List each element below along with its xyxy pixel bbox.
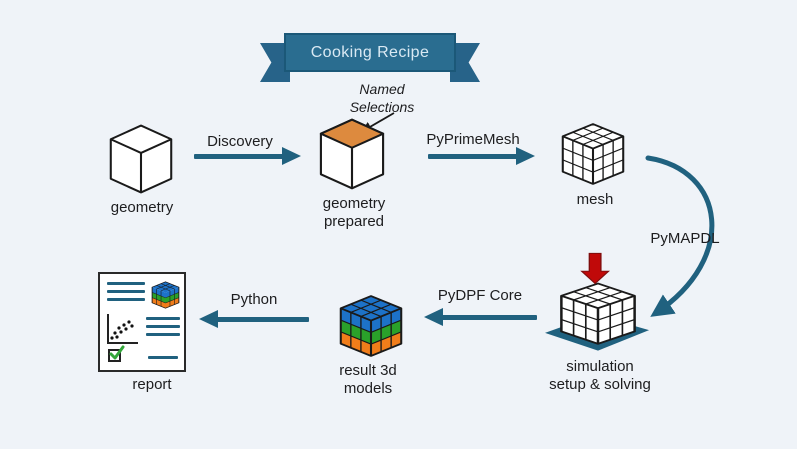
pydpf-core-arrow-shaft	[442, 315, 537, 320]
load-arrow-icon	[580, 252, 610, 285]
pymapdl-curved-arrow-icon	[600, 140, 760, 330]
report-mini-cube-icon	[150, 280, 181, 310]
named-selections-line2: Selections	[349, 99, 415, 115]
report-text-line	[107, 298, 145, 301]
named-selections-annotation: Named Selections	[322, 80, 442, 116]
geometry-prepared-label: geometry prepared	[304, 195, 404, 231]
report-text-line	[146, 317, 180, 320]
geometry-cube-icon	[106, 121, 176, 197]
result-cube-icon	[336, 292, 406, 360]
geometry-label: geometry	[110, 199, 174, 216]
discovery-arrowhead-icon	[282, 147, 301, 165]
report-text-line	[146, 325, 180, 328]
mesh-cube-icon	[558, 120, 628, 188]
geometry-prepared-label-line2: prepared	[323, 213, 385, 230]
pyprimemesh-arrow-shaft	[428, 154, 517, 159]
discovery-arrow-shaft	[194, 154, 283, 159]
report-checkbox-icon	[108, 345, 125, 362]
report-text-line	[148, 356, 178, 359]
discovery-arrow-label: Discovery	[207, 133, 273, 150]
banner-title: Cooking Recipe	[284, 33, 456, 72]
pyprimemesh-arrowhead-icon	[516, 147, 535, 165]
geometry-prepared-label-line1: geometry	[322, 195, 386, 212]
report-text-line	[107, 282, 145, 285]
python-arrow-label: Python	[230, 291, 278, 308]
report-text-line	[107, 290, 145, 293]
result-label-line1: result 3d	[339, 362, 397, 379]
report-text-line	[146, 333, 180, 336]
pydpf-core-arrowhead-icon	[424, 308, 443, 326]
result-label: result 3d models	[318, 362, 418, 398]
pyprimemesh-arrow-label: PyPrimeMesh	[426, 131, 520, 148]
mesh-label: mesh	[576, 191, 614, 208]
report-document-icon	[98, 272, 186, 372]
geometry-prepared-cube-icon	[316, 115, 388, 193]
report-scatter-chart-icon	[105, 311, 139, 347]
simulation-cube-icon	[545, 252, 651, 352]
simulation-label-line2: setup & solving	[549, 376, 651, 393]
simulation-label-line1: simulation	[566, 358, 634, 375]
simulation-label: simulation setup & solving	[530, 358, 670, 394]
python-arrow-shaft	[217, 317, 309, 322]
python-arrowhead-icon	[199, 310, 218, 328]
named-selections-line1: Named	[359, 81, 405, 97]
report-label: report	[132, 376, 172, 393]
pymapdl-arrow-label: PyMAPDL	[650, 230, 720, 247]
pydpf-core-arrow-label: PyDPF Core	[437, 287, 523, 304]
result-label-line2: models	[343, 380, 393, 397]
